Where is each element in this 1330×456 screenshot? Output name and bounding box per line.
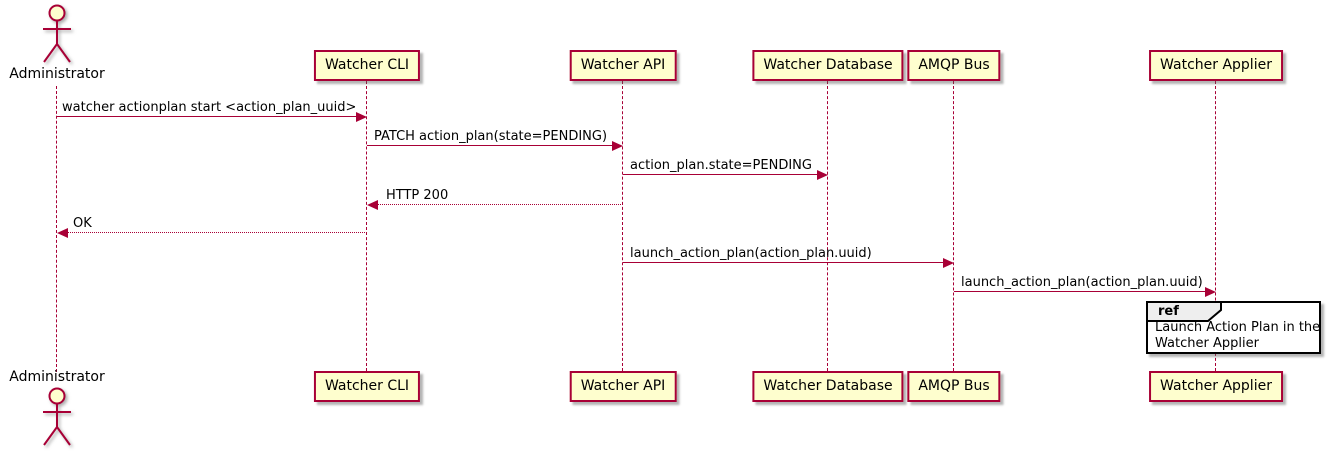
arrowhead-icon (943, 258, 954, 268)
participant-amqp-bus-bottom: AMQP Bus (907, 371, 1001, 402)
participant-watcher-applier-top: Watcher Applier (1149, 50, 1283, 81)
participant-watcher-api-top: Watcher API (569, 50, 677, 81)
ref-text-line: Launch Action Plan in the (1155, 320, 1321, 335)
arrowhead-icon (356, 112, 367, 122)
lifeline-watcher-api (622, 81, 623, 371)
arrowhead-icon (1205, 287, 1216, 297)
message-line (378, 204, 623, 205)
participant-amqp-bus-top: AMQP Bus (907, 50, 1001, 81)
participant-watcher-cli-bottom: Watcher CLI (313, 371, 421, 402)
message-line (57, 116, 356, 117)
message-label: launch_action_plan(action_plan.uuid) (630, 246, 872, 261)
arrowhead-icon (817, 170, 828, 180)
participant-watcher-api-bottom: Watcher API (569, 371, 677, 402)
message-line (954, 291, 1205, 292)
ref-fragment: ref Launch Action Plan in the Watcher Ap… (1146, 301, 1321, 354)
actor-icon (43, 387, 71, 446)
actor-label-top: Administrator (9, 66, 105, 82)
ref-header-pentagon-icon (1146, 301, 1222, 322)
message-line (623, 174, 817, 175)
lifeline-watcher-cli (366, 81, 367, 371)
message-label: OK (73, 216, 92, 231)
message-line (367, 145, 612, 146)
lifeline-watcher-database (827, 81, 828, 371)
participant-watcher-database-bottom: Watcher Database (752, 371, 904, 402)
ref-text-line: Watcher Applier (1155, 336, 1259, 351)
arrowhead-icon (57, 228, 68, 238)
actor-icon (43, 4, 71, 63)
ref-keyword: ref (1158, 304, 1179, 319)
message-label: action_plan.state=PENDING (630, 158, 812, 173)
participant-watcher-cli-top: Watcher CLI (313, 50, 421, 81)
arrowhead-icon (612, 141, 623, 151)
message-label: launch_action_plan(action_plan.uuid) (961, 275, 1203, 290)
lifeline-administrator (56, 86, 57, 372)
message-line (68, 232, 367, 233)
participant-watcher-database-top: Watcher Database (752, 50, 904, 81)
message-label: watcher actionplan start <action_plan_uu… (62, 100, 357, 115)
lifeline-watcher-applier (1215, 81, 1216, 371)
message-label: PATCH action_plan(state=PENDING) (374, 129, 608, 144)
lifeline-amqp-bus (953, 81, 954, 371)
actor-label-bottom: Administrator (9, 369, 105, 385)
message-line (623, 262, 943, 263)
participant-watcher-applier-bottom: Watcher Applier (1149, 371, 1283, 402)
message-label: HTTP 200 (386, 188, 449, 203)
arrowhead-icon (367, 200, 378, 210)
